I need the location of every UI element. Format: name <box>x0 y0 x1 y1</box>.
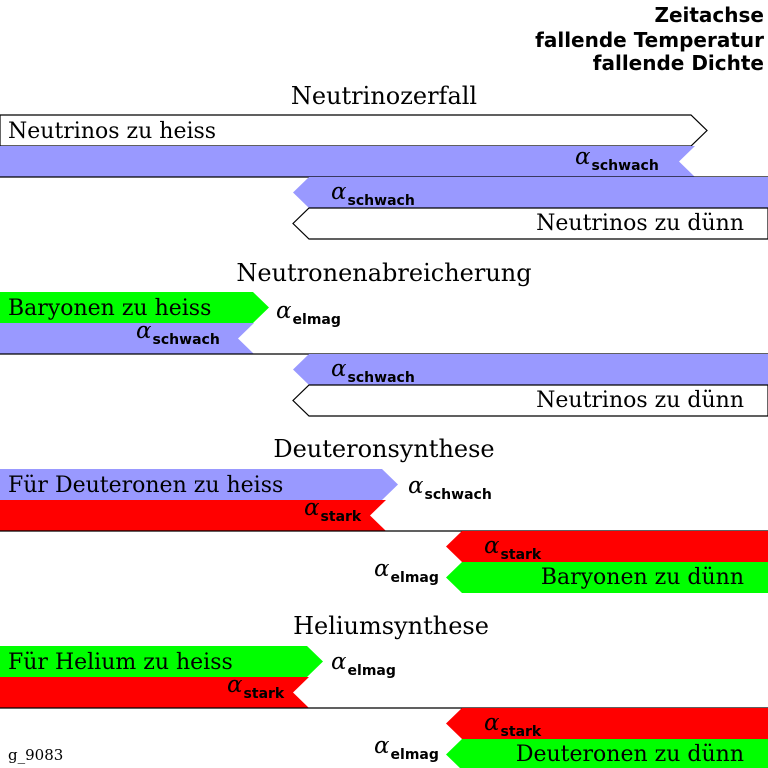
bar-shapes <box>0 114 768 768</box>
bar-1-2 <box>0 146 695 177</box>
bar-2-4 <box>292 384 768 417</box>
bar-label-neutrinos-zu-duenn: Neutrinos zu dünn <box>536 388 744 413</box>
bar-1-4 <box>292 207 768 240</box>
coupling-label-schwach: αschwach <box>331 356 415 386</box>
coupling-label-elmag: αelmag <box>374 556 439 586</box>
section-title-heliumsynthese: Heliumsynthese <box>293 612 489 640</box>
bar-3-4 <box>446 562 768 593</box>
bar-4-2 <box>0 677 309 708</box>
coupling-labels: αschwach αschwach αelmag αschwach αschwa… <box>136 144 659 763</box>
axis-note-line-1: Zeitachse <box>654 3 764 27</box>
bar-label-baryonen-zu-duenn: Baryonen zu dünn <box>541 565 744 590</box>
coupling-label-schwach: αschwach <box>331 179 415 209</box>
bar-4-4 <box>446 739 768 768</box>
section-titles: Neutrinozerfall Neutronenabreicherung De… <box>236 82 531 640</box>
bar-label-neutrinos-zu-heiss: Neutrinos zu heiss <box>8 119 216 144</box>
coupling-label-stark: αstark <box>304 495 362 525</box>
section-title-neutrinozerfall: Neutrinozerfall <box>291 82 477 110</box>
coupling-label-stark: αstark <box>484 533 542 563</box>
coupling-label-elmag: αelmag <box>276 298 341 328</box>
bar-label-neutrinos-zu-duenn: Neutrinos zu dünn <box>536 211 744 236</box>
bar-2-1 <box>0 292 269 323</box>
coupling-label-stark: αstark <box>484 710 542 740</box>
bar-2-2 <box>0 323 254 354</box>
coupling-label-schwach: αschwach <box>575 144 659 174</box>
bar-label-fuer-deuteronen-zu-heiss: Für Deuteronen zu heiss <box>8 473 283 498</box>
coupling-label-stark: αstark <box>227 672 285 702</box>
bar-4-1 <box>0 646 323 677</box>
bar-labels: Neutrinos zu heiss Neutrinos zu dünn Bar… <box>8 119 744 767</box>
bar-label-fuer-helium-zu-heiss: Für Helium zu heiss <box>8 650 233 675</box>
axis-note-line-3: fallende Dichte <box>593 51 764 75</box>
coupling-label-elmag: αelmag <box>331 649 396 679</box>
bar-label-deuteronen-zu-duenn: Deuteronen zu dünn <box>516 742 744 767</box>
axis-note-line-2: fallende Temperatur <box>535 28 764 52</box>
figure-id: g_9083 <box>8 746 63 764</box>
bar-4-3 <box>446 708 768 739</box>
bar-1-3 <box>293 177 768 208</box>
bar-label-baryonen-zu-heiss: Baryonen zu heiss <box>8 296 211 321</box>
bar-2-3 <box>293 354 768 385</box>
bar-3-1 <box>0 469 398 500</box>
bar-3-2 <box>0 500 386 531</box>
section-title-neutronenabreicherung: Neutronenabreicherung <box>236 259 531 287</box>
section-title-deuteronsynthese: Deuteronsynthese <box>273 435 494 463</box>
coupling-label-schwach: αschwach <box>408 473 492 503</box>
coupling-label-schwach: αschwach <box>136 318 220 348</box>
axis-note: Zeitachse fallende Temperatur fallende D… <box>535 3 764 75</box>
bar-1-1 <box>0 114 708 147</box>
coupling-label-elmag: αelmag <box>374 733 439 763</box>
bar-3-3 <box>446 531 768 562</box>
